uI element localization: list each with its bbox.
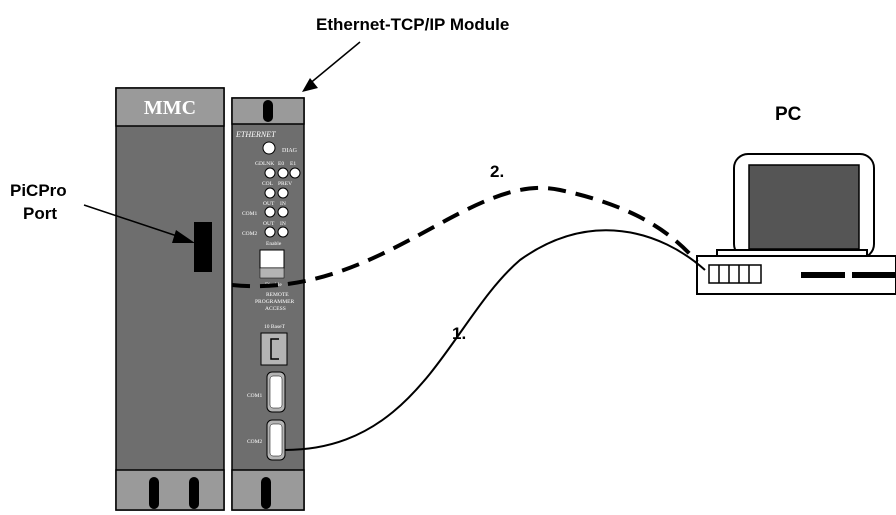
remote-label: REMOTE <box>266 292 289 298</box>
com1-in-led <box>277 206 289 218</box>
diag-led <box>262 141 276 155</box>
e1-led <box>289 167 301 179</box>
remote-access-switch-base <box>259 267 285 279</box>
programmer-label: PROGRAMMER <box>255 299 294 305</box>
picpro-arrow-head <box>172 230 195 243</box>
com1-port-pins <box>269 375 283 409</box>
com2-in-led <box>277 226 289 238</box>
ethernet-bottom-slot <box>261 477 271 509</box>
connection-1-label: 1. <box>452 324 466 343</box>
remote-access-switch[interactable] <box>259 249 285 269</box>
pc <box>696 153 896 295</box>
com2-out-led <box>264 226 276 238</box>
com2-out-label: OUT <box>263 221 275 227</box>
prev-label: PREV <box>278 181 292 187</box>
col-label: COL <box>262 181 274 187</box>
mmc-mount-slot-left <box>149 477 159 509</box>
prev-led <box>277 187 289 199</box>
mmc-mount-slot-right <box>189 477 199 509</box>
mmc-header <box>115 87 225 127</box>
cable-com2-to-pc <box>284 229 706 451</box>
pc-screen <box>748 164 860 250</box>
ethernet-module: ETHERNET DIAG GDLNK E0 E1 COL PREV OUT I… <box>231 97 305 511</box>
picpro-port-connector <box>194 222 212 272</box>
com1-in-label: IN <box>280 201 286 207</box>
mmc-footer <box>115 469 225 511</box>
com1-out-led <box>264 206 276 218</box>
module-title-label: Ethernet-TCP/IP Module <box>316 15 509 34</box>
picpro-label-line1: PiCPro <box>10 181 67 200</box>
10baset-port[interactable] <box>260 332 288 366</box>
com2-in-label: IN <box>280 221 286 227</box>
e0-label: E0 <box>278 161 284 167</box>
mmc-body <box>115 87 225 511</box>
10baset-port-opening <box>270 338 279 360</box>
diag-label: DIAG <box>282 148 298 154</box>
com1-led-label: COM1 <box>242 211 258 217</box>
col-led <box>264 187 276 199</box>
enable-label: Enable <box>266 241 282 247</box>
10baset-label: 10 BaseT <box>264 324 286 330</box>
pc-slot-2 <box>852 272 896 278</box>
pc-label: PC <box>775 104 802 125</box>
gdlnk-led <box>264 167 276 179</box>
pc-slot-1 <box>801 272 845 278</box>
cable-ethernet-dashed <box>231 186 699 289</box>
mmc-title: MMC <box>144 97 196 119</box>
module-arrow-head <box>302 78 318 92</box>
com1-port-label: COM1 <box>247 393 263 399</box>
com1-out-label: OUT <box>263 201 275 207</box>
gdlnk-label: GDLNK <box>255 161 274 167</box>
picpro-label-line2: Port <box>23 204 57 223</box>
e0-led <box>277 167 289 179</box>
ethernet-top-slot <box>263 100 273 122</box>
connection-2-label: 2. <box>490 162 504 181</box>
access-label: ACCESS <box>265 306 286 312</box>
module-arrow-line <box>307 41 361 86</box>
mmc-module: MMC <box>115 87 225 511</box>
pc-floppy-drive <box>708 264 762 284</box>
ethernet-title: ETHERNET <box>235 130 276 139</box>
e1-label: E1 <box>290 161 296 167</box>
com2-led-label: COM2 <box>242 231 258 237</box>
picpro-arrow-line <box>83 204 181 238</box>
com2-port-label: COM2 <box>247 439 263 445</box>
com2-port-pins <box>269 423 283 457</box>
